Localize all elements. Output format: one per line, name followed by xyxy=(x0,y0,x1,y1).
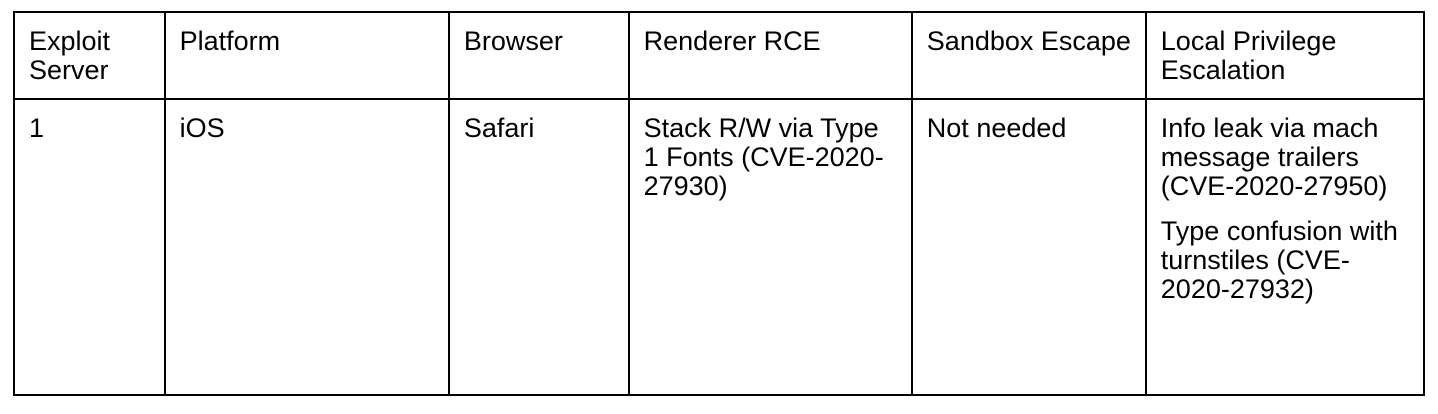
lpe-entry-turnstiles: Type confusion with turnstiles (CVE-2020… xyxy=(1160,216,1398,304)
table-header: Exploit Server Platform Browser Renderer… xyxy=(13,11,1426,100)
header-sandbox-escape: Sandbox Escape xyxy=(910,11,1147,100)
cell-local-privilege-escalation: Info leak via mach message trailers (CVE… xyxy=(1144,98,1426,396)
table-body: 1 iOS Safari Stack R/W via Type 1 Fonts … xyxy=(13,98,1426,396)
header-platform: Platform xyxy=(163,11,450,100)
header-browser: Browser xyxy=(447,11,630,100)
cell-exploit-server: 1 xyxy=(13,98,166,396)
lpe-entry-mach-trailers: Info leak via mach message trailers (CVE… xyxy=(1160,113,1388,201)
cell-renderer-rce: Stack R/W via Type 1 Fonts (CVE-2020-279… xyxy=(627,98,913,396)
cell-browser: Safari xyxy=(447,98,630,396)
header-local-privilege-escalation: Local Privilege Escalation xyxy=(1144,11,1426,100)
cell-platform: iOS xyxy=(163,98,450,396)
header-renderer-rce: Renderer RCE xyxy=(627,11,913,100)
table-row: 1 iOS Safari Stack R/W via Type 1 Fonts … xyxy=(13,98,1426,396)
header-row: Exploit Server Platform Browser Renderer… xyxy=(13,11,1426,100)
exploit-chain-table: Exploit Server Platform Browser Renderer… xyxy=(13,11,1426,396)
cell-sandbox-escape: Not needed xyxy=(910,98,1147,396)
header-exploit-server: Exploit Server xyxy=(13,11,166,100)
